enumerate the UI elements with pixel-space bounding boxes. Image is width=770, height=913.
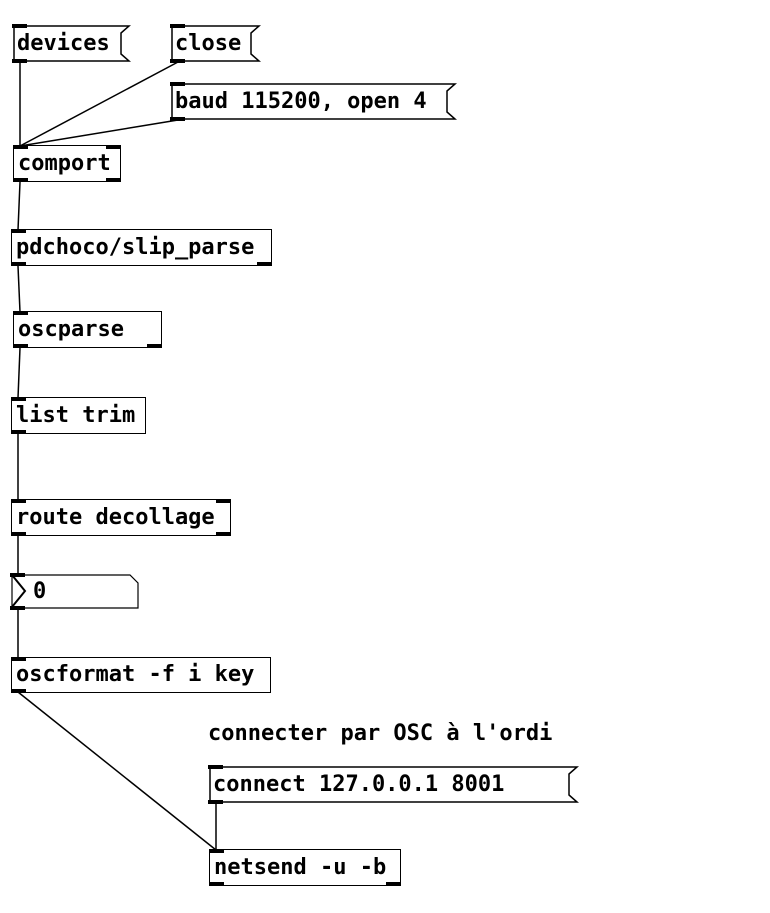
inlet[interactable] xyxy=(13,311,28,315)
cord-oscparse-listtrim xyxy=(17,347,21,399)
comport-object[interactable]: comport xyxy=(13,145,121,182)
cord-close-comport xyxy=(19,61,179,147)
netsend-object[interactable]: netsend -u -b xyxy=(209,849,401,886)
oscparse-object-label: oscparse xyxy=(18,316,124,342)
comport-object-label: comport xyxy=(18,150,111,176)
outlet-right[interactable] xyxy=(386,882,401,886)
netsend-object-label: netsend -u -b xyxy=(214,854,387,880)
route-object[interactable]: route decollage xyxy=(11,499,231,536)
list-trim-object[interactable]: list trim xyxy=(11,397,146,434)
outlet[interactable] xyxy=(208,800,223,804)
route-object-label: route decollage xyxy=(16,504,215,530)
slip-parse-object-label: pdchoco/slip_parse xyxy=(16,234,255,260)
devices-message[interactable]: devices xyxy=(12,24,131,63)
devices-message-label: devices xyxy=(17,30,110,56)
cord-slip-oscparse xyxy=(17,265,21,313)
outlet-right[interactable] xyxy=(257,262,272,266)
inlet[interactable] xyxy=(10,573,25,577)
cord-baud-comport xyxy=(19,119,179,147)
inlet-left[interactable] xyxy=(11,499,26,503)
outlet[interactable] xyxy=(170,117,185,121)
inlet[interactable] xyxy=(170,82,185,86)
cord-oscformat-netsend xyxy=(17,691,217,851)
inlet[interactable] xyxy=(208,765,223,769)
outlet[interactable] xyxy=(11,430,26,434)
inlet[interactable] xyxy=(209,849,224,853)
baud-open-message[interactable]: baud 115200, open 4 xyxy=(170,82,457,121)
outlet-left[interactable] xyxy=(13,344,28,348)
outlet[interactable] xyxy=(11,689,26,693)
inlet-right[interactable] xyxy=(216,499,231,503)
inlet[interactable] xyxy=(11,229,26,233)
outlet[interactable] xyxy=(170,59,185,63)
close-message-label: close xyxy=(175,30,242,56)
connect-message[interactable]: connect 127.0.0.1 8001 xyxy=(208,765,579,804)
slip-parse-object[interactable]: pdchoco/slip_parse xyxy=(11,229,272,266)
patch-comment: connecter par OSC à l'ordi xyxy=(208,721,553,746)
inlet[interactable] xyxy=(12,24,27,28)
outlet-left[interactable] xyxy=(11,532,26,536)
list-trim-object-label: list trim xyxy=(16,402,136,428)
outlet-right[interactable] xyxy=(216,532,231,536)
number-box-value: 0 xyxy=(33,578,47,604)
outlet[interactable] xyxy=(10,606,25,610)
inlet-left[interactable] xyxy=(13,145,28,149)
connect-message-label: connect 127.0.0.1 8001 xyxy=(213,771,505,797)
number-box[interactable]: 0 xyxy=(10,573,139,610)
outlet-right[interactable] xyxy=(147,344,162,348)
inlet[interactable] xyxy=(170,24,185,28)
baud-open-message-label: baud 115200, open 4 xyxy=(175,88,427,114)
inlet-right[interactable] xyxy=(106,145,121,149)
outlet-right[interactable] xyxy=(106,178,121,182)
number-box-shape xyxy=(11,574,139,609)
outlet-left[interactable] xyxy=(11,262,26,266)
oscparse-object[interactable]: oscparse xyxy=(13,311,162,348)
outlet-left[interactable] xyxy=(209,882,224,886)
inlet[interactable] xyxy=(11,657,26,661)
inlet[interactable] xyxy=(11,397,26,401)
cord-comport-slip xyxy=(17,181,21,231)
oscformat-object-label: oscformat -f i key xyxy=(16,662,255,687)
oscformat-object[interactable]: oscformat -f i key xyxy=(11,657,271,693)
outlet[interactable] xyxy=(12,59,27,63)
close-message[interactable]: close xyxy=(170,24,261,63)
outlet-left[interactable] xyxy=(13,178,28,182)
